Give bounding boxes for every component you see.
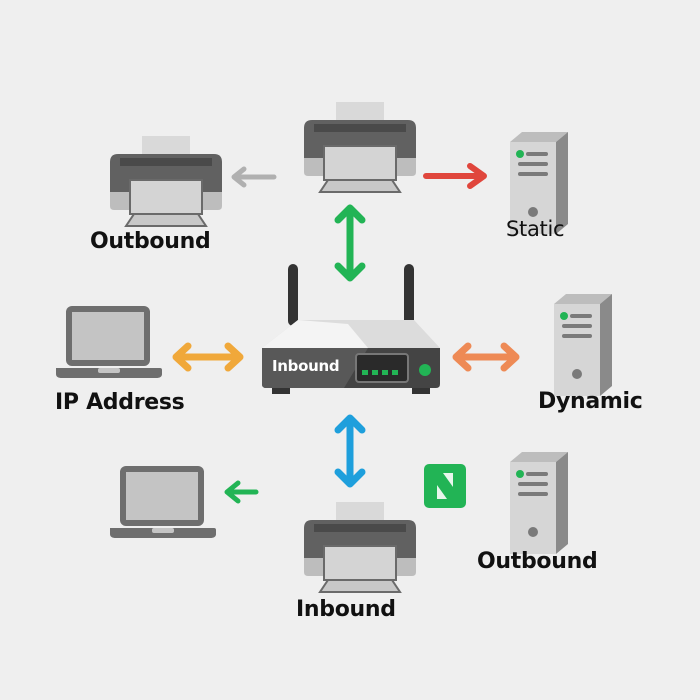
printer-icon-top	[303, 101, 417, 193]
arrow-vertical-blue	[334, 414, 366, 488]
label-top-left: Outbound	[90, 229, 211, 254]
arrow-horizontal-orange-right	[452, 342, 520, 372]
router-icon	[262, 264, 440, 394]
arrow-left-gray	[231, 166, 277, 188]
arrow-horizontal-orange	[172, 342, 244, 372]
green-badge-icon	[424, 464, 466, 508]
arrow-left-green	[224, 480, 259, 504]
laptop-icon-left	[56, 306, 162, 378]
label-bottom-right: Outbound	[477, 549, 598, 574]
laptop-icon-bottom-left	[110, 466, 216, 538]
printer-icon-bottom	[303, 501, 417, 593]
server-icon-bottom-right	[510, 452, 568, 554]
printer-icon-top-left	[109, 135, 223, 227]
label-top-right: Static	[506, 217, 565, 241]
label-left: IP Address	[55, 390, 185, 415]
label-bottom: Inbound	[296, 597, 396, 622]
arrow-vertical-green	[334, 204, 366, 282]
arrow-right-red	[423, 163, 487, 189]
server-icon-right	[554, 294, 612, 396]
router-label: Inbound	[272, 357, 340, 375]
label-right: Dynamic	[538, 389, 643, 414]
